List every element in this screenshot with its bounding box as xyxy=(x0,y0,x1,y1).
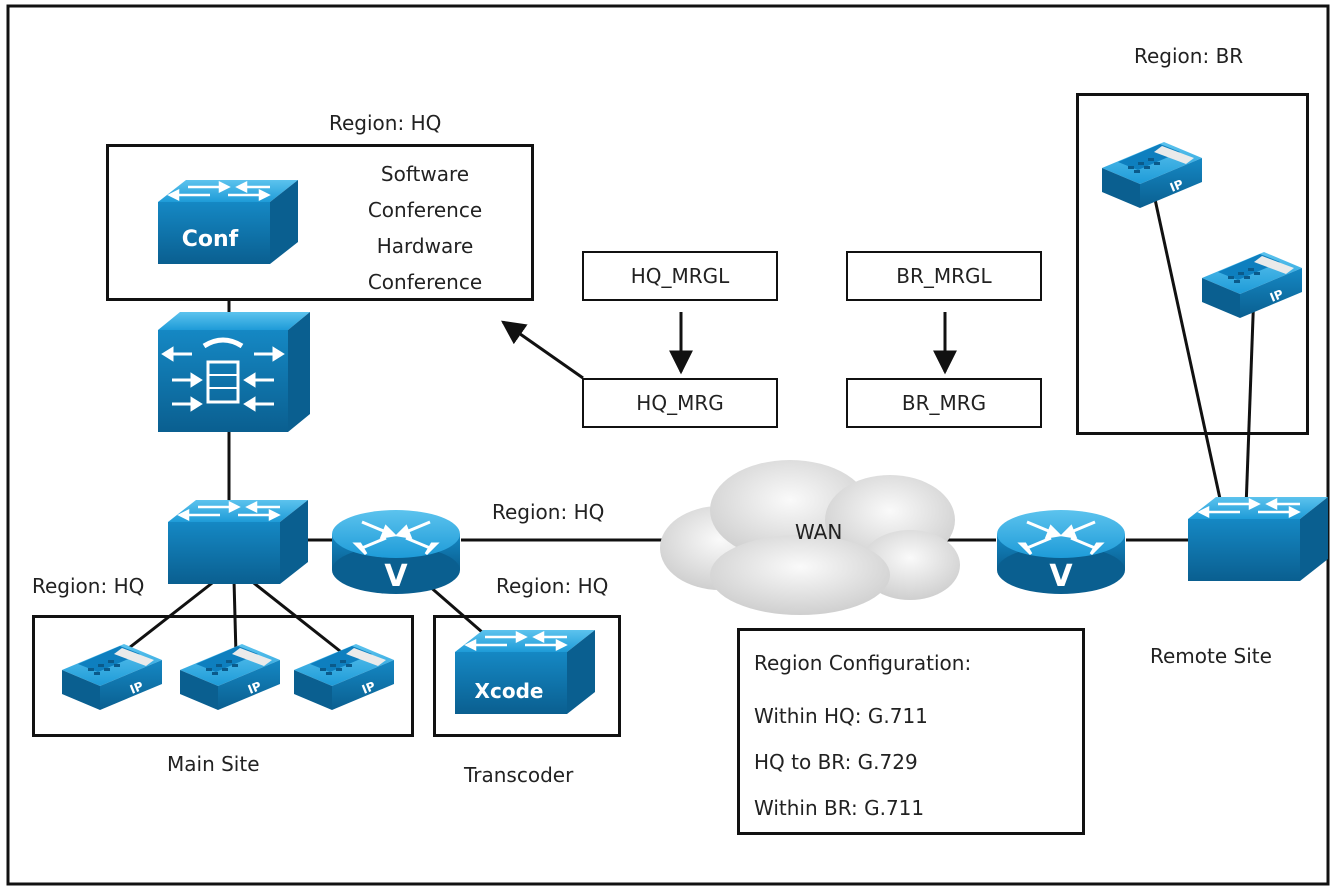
region-hq-xcode-label: Region: HQ xyxy=(496,574,609,598)
br-mrgl-box: BR_MRGL xyxy=(846,251,1042,301)
region-hq-conf-label: Region: HQ xyxy=(329,111,442,135)
conference-line-2: Conference xyxy=(367,198,483,222)
ip-phone-1: IP xyxy=(62,644,162,710)
remote-site-label: Remote Site xyxy=(1150,644,1272,668)
ip-phone-2: IP xyxy=(180,644,280,710)
transcoder-box xyxy=(433,615,621,737)
conference-line-1: Software xyxy=(380,162,470,186)
ip-phone-1-label: IP xyxy=(128,679,146,697)
remote-ip-phone-2: IP xyxy=(1202,252,1302,318)
conf-device-label: Conf xyxy=(182,227,239,252)
conference-line-3: Hardware xyxy=(376,234,474,258)
remote-ip-phone-2-label: IP xyxy=(1268,287,1286,305)
remote-switch-device xyxy=(1186,495,1330,583)
xcode-device-label: Xcode xyxy=(475,679,544,703)
region-config-title: Region Configuration: xyxy=(754,651,972,675)
br-router-label: V xyxy=(1049,559,1073,594)
router-to-xcode-line xyxy=(427,583,483,634)
hq-mrg-box: HQ_MRG xyxy=(582,378,778,428)
hq-router-device: V xyxy=(330,508,462,596)
conference-list: Software Conference Hardware Conference xyxy=(330,156,520,300)
transcoder-label: Transcoder xyxy=(464,763,574,787)
xcode-switch-device: Xcode xyxy=(453,628,597,716)
br-mrg-box: BR_MRG xyxy=(846,378,1042,428)
ip-phone-3: IP xyxy=(294,644,394,710)
connection-lines xyxy=(119,189,1256,657)
wan-label: WAN xyxy=(795,520,843,544)
ip-phone-3-label: IP xyxy=(360,679,378,697)
conference-line-4: Conference xyxy=(367,270,483,294)
remote-ip-phone-1-label: IP xyxy=(1168,177,1186,195)
remote-region-box xyxy=(1076,93,1309,435)
remote-ip-phone-1: IP xyxy=(1102,142,1202,208)
outer-frame xyxy=(6,4,1330,886)
ip-phone-2-label: IP xyxy=(246,679,264,697)
region-config-line-3: Within BR: G.711 xyxy=(754,796,925,820)
wan-cloud xyxy=(660,460,960,615)
main-site-box xyxy=(32,615,414,737)
region-config-line-2: HQ to BR: G.729 xyxy=(754,750,918,774)
remote-phone2-line xyxy=(1244,289,1256,509)
hq-mrgl-box: HQ_MRGL xyxy=(582,251,778,301)
hq-mrg-to-conf-arrow xyxy=(501,320,584,380)
region-hq-main-label: Region: HQ xyxy=(32,574,145,598)
conference-region-box xyxy=(106,144,534,301)
br-router-device: V xyxy=(995,508,1127,596)
region-config-line-1: Within HQ: G.711 xyxy=(754,704,928,728)
main-site-label: Main Site xyxy=(167,752,260,776)
region-configuration-box: Region Configuration: Within HQ: G.711 H… xyxy=(737,628,1085,835)
main-switch-device xyxy=(166,498,310,586)
region-hq-link-label: Region: HQ xyxy=(492,500,605,524)
conf-switch-device: Conf xyxy=(156,178,300,266)
region-br-label: Region: BR xyxy=(1134,44,1244,68)
hq-router-label: V xyxy=(384,559,408,594)
call-manager-device xyxy=(158,312,310,432)
remote-phone1-line xyxy=(1151,189,1224,509)
